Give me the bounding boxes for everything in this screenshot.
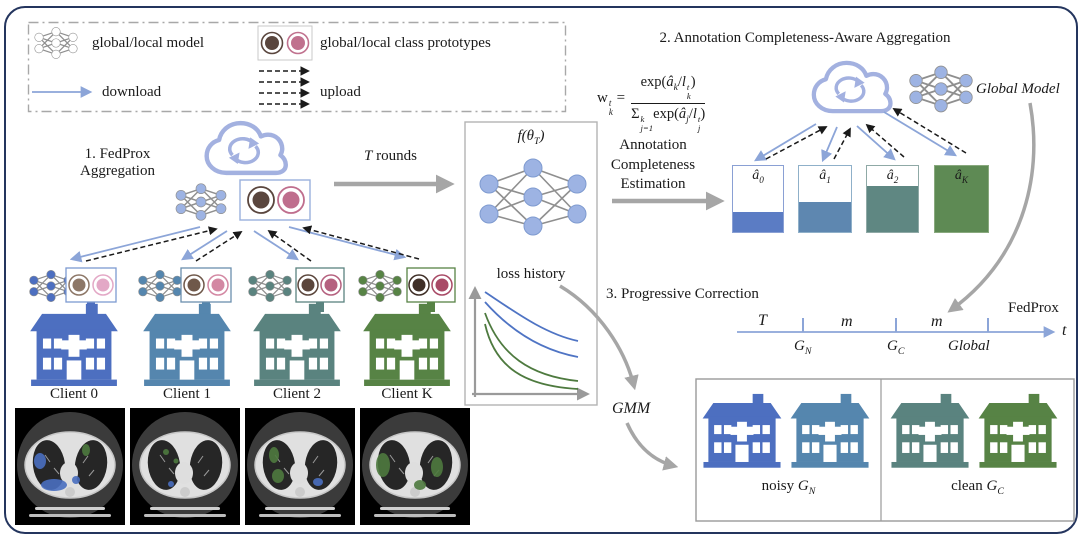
client-K [357, 267, 456, 386]
upload-arrows [85, 225, 420, 262]
network-nodes [479, 158, 587, 236]
client-2 [247, 267, 345, 386]
figure-border [4, 6, 1078, 534]
global-model-icon [175, 182, 227, 222]
section3-title: 3. Progressive Correction [606, 286, 759, 302]
timeline [737, 318, 1056, 338]
timeline-seg-m1: m [841, 313, 853, 330]
completeness-bar-2: â2 [866, 165, 919, 233]
ct-scan-client2 [245, 408, 355, 525]
download-arrows-2 [753, 111, 958, 163]
legend-model-label: global/local model [92, 35, 205, 51]
client-1 [137, 267, 232, 386]
t-rounds-label: T rounds [364, 148, 417, 164]
timeline-tick-global: Global [948, 338, 990, 354]
timeline-seg-m2: m [931, 313, 943, 330]
hospital-icon [790, 393, 870, 468]
timeline-seg-T: T [758, 312, 767, 329]
client-0 [28, 267, 118, 386]
download-arrows [69, 226, 407, 263]
noisy-group-label: noisy GN [761, 478, 816, 497]
hospital-icon [363, 303, 451, 386]
completeness-bar-0: â0 [732, 165, 784, 233]
f-theta-label: f(θT) [517, 128, 545, 147]
global-prototypes [239, 179, 311, 221]
gmm-label: GMM [612, 400, 651, 417]
clean-group-label: clean GC [951, 478, 1004, 497]
model-icon [34, 26, 78, 60]
legend-download-label: download [102, 84, 162, 100]
completeness-bar-K: âK [934, 165, 989, 233]
loss-history-plot [468, 286, 590, 401]
ct-scan-clientK [360, 408, 470, 525]
upload-arrow-icon [259, 66, 310, 109]
timeline-axis-t: t [1062, 322, 1067, 339]
global-model-panel [464, 121, 598, 406]
client0-label: Client 0 [50, 386, 98, 402]
timeline-tick-GN: GN [794, 338, 812, 357]
flow-arrows [559, 102, 1036, 471]
hospital-icon [702, 393, 782, 468]
prototypes-icon [257, 25, 313, 61]
fedprox-label: FedProx [1008, 300, 1059, 316]
legend-prototypes-label: global/local class prototypes [320, 35, 491, 51]
ct-scan-client0 [15, 408, 125, 525]
global-model-icon-2 [908, 65, 974, 113]
section2-title: 2. Annotation Completeness-Aware Aggrega… [659, 30, 951, 46]
hospital-icon [143, 303, 231, 386]
estimation-label: Annotation Completeness Estimation [610, 137, 696, 192]
aggregation-cloud-icon [814, 63, 891, 111]
section1-title: 1. FedProx Aggregation [80, 146, 155, 179]
completeness-bar-1: â1 [798, 165, 852, 233]
groups-box [695, 378, 1075, 522]
server-hub [175, 123, 311, 222]
legend-box [27, 21, 567, 113]
hospital-icon [30, 303, 118, 386]
client2-label: Client 2 [273, 386, 321, 402]
upload-arrows-2 [765, 108, 967, 160]
clientK-label: Client K [381, 386, 433, 402]
loss-history-label: loss history [496, 266, 566, 282]
hospital-icon [253, 303, 341, 386]
legend-upload-label: upload [320, 84, 361, 100]
global-model-label: Global Model [976, 81, 1060, 97]
client1-label: Client 1 [163, 386, 211, 402]
timeline-tick-GC: GC [887, 338, 905, 357]
ct-scan-client1 [130, 408, 240, 525]
cloud-icon [207, 123, 286, 173]
hospital-icon [978, 393, 1058, 468]
hospital-icon [890, 393, 970, 468]
